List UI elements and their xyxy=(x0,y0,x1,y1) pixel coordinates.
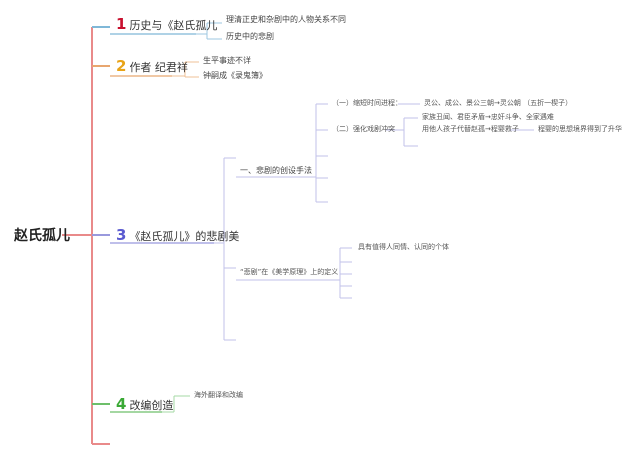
branch-1-child-2[interactable]: 历史中的悲剧 xyxy=(226,32,274,41)
branch-4-label: 改编创造 xyxy=(129,399,174,412)
branch-1-child-1[interactable]: 理清正史和杂剧中的人物关系不同 xyxy=(226,15,346,24)
branch-1-number: 1 xyxy=(116,15,127,33)
branch-3-label: 《赵氏孤儿》的悲剧美 xyxy=(129,230,240,243)
time-compression-detail[interactable]: 灵公、成公、景公三朝→灵公朝 （五折一楔子） xyxy=(424,99,573,107)
creation-methods-node[interactable]: 一、悲剧的创设手法 xyxy=(240,166,312,175)
branch-4-number: 4 xyxy=(116,395,127,413)
root-topic[interactable]: 赵氏孤儿 xyxy=(14,228,70,244)
branch-4-child-1[interactable]: 海外翻译和改编 xyxy=(194,391,243,399)
branch-3-number: 3 xyxy=(116,226,127,244)
conflict-node[interactable]: （二）强化戏剧冲突 xyxy=(332,125,395,133)
tragedy-definition-detail[interactable]: 具有值得人同情、认同的个体 xyxy=(358,243,449,251)
branch-3-topic[interactable]: 3《赵氏孤儿》的悲剧美 xyxy=(116,228,239,243)
branch-2-child-2[interactable]: 钟嗣成《录鬼簿》 xyxy=(203,71,267,80)
branch-2-label: 作者 纪君祥 xyxy=(129,61,188,74)
conflict-detail-1[interactable]: 家族丑闻、君臣矛盾→忠奸斗争、全家遇难 xyxy=(422,113,554,121)
conflict-detail-2[interactable]: 用他人孩子代替赵孤→程婴救子 xyxy=(422,125,519,133)
conflict-detail-3[interactable]: 程婴的思想境界得到了升华 xyxy=(538,125,622,133)
branch-1-label: 历史与《赵氏孤儿 xyxy=(129,19,218,32)
tragedy-definition-node[interactable]: “悲剧”在《美学原理》上的定义 xyxy=(240,268,339,276)
branch-2-child-1[interactable]: 生平事迹不详 xyxy=(203,56,251,65)
branch-2-number: 2 xyxy=(116,57,127,75)
time-compression-node[interactable]: （一）缩短时间进程： xyxy=(332,99,402,107)
